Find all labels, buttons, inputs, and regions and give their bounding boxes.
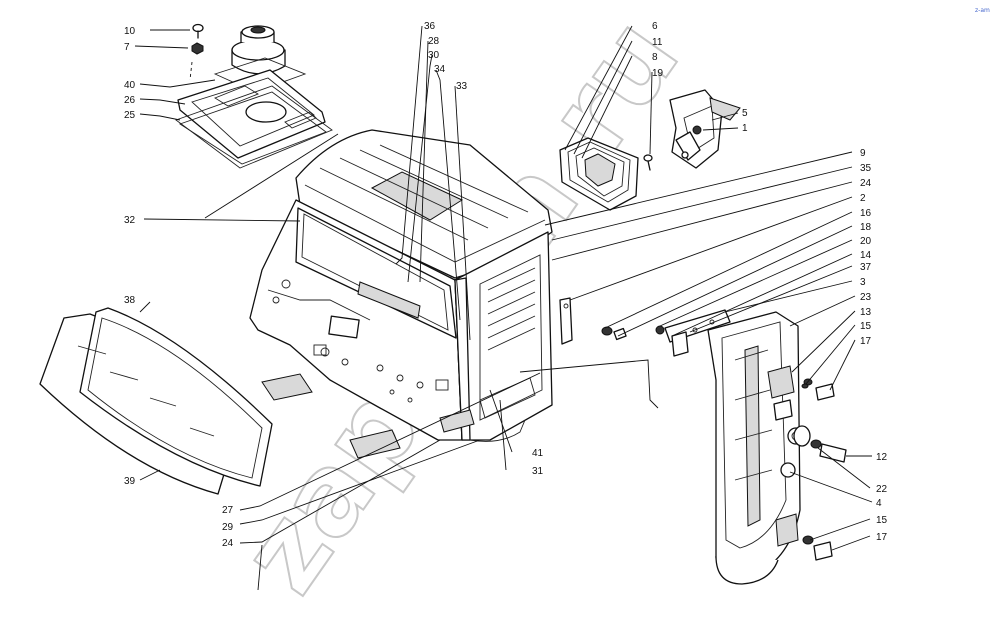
callout-17-bottom: 17 [876, 532, 888, 543]
callout-35: 35 [860, 163, 872, 174]
side-slats [487, 267, 536, 351]
callout-22: 22 [876, 484, 888, 495]
callout-19: 19 [652, 68, 664, 79]
hinge-pillar [707, 311, 805, 585]
screw-19 [643, 154, 653, 171]
callout-38: 38 [124, 295, 136, 306]
door-latch-parts [559, 297, 731, 357]
left-step [261, 373, 313, 401]
roof-vent-dome [231, 25, 286, 75]
callout-16: 16 [860, 208, 872, 219]
callout-1: 1 [742, 123, 748, 134]
callout-15-bottom: 15 [876, 515, 888, 526]
callout-31: 31 [532, 466, 544, 477]
callout-24-bottom: 24 [222, 538, 234, 549]
mirror-bracket-assembly [643, 89, 741, 171]
nut-7 [191, 42, 204, 55]
bolt-10 [192, 23, 204, 39]
callout-6: 6 [652, 21, 658, 32]
rear-window-assembly [559, 137, 639, 211]
callout-10: 10 [124, 26, 136, 37]
callout-40: 40 [124, 80, 136, 91]
callout-29: 29 [222, 522, 234, 533]
callout-2: 2 [860, 193, 866, 204]
callout-11: 11 [652, 37, 663, 48]
lower-hinge [775, 513, 799, 547]
upper-hinge [767, 365, 795, 399]
callout-3: 3 [860, 277, 866, 288]
callout-41: 41 [532, 448, 544, 459]
callout-17: 17 [860, 336, 872, 347]
callout-labels: 10 7 40 26 25 32 38 39 27 29 24 36 28 30… [124, 21, 888, 549]
callout-8: 8 [652, 52, 658, 63]
callout-9: 9 [860, 148, 866, 159]
callout-15: 15 [860, 321, 872, 332]
callout-20: 20 [860, 236, 872, 247]
corner-mark: z-am [975, 7, 990, 14]
callout-39: 39 [124, 476, 136, 487]
callout-5: 5 [742, 108, 748, 119]
callout-13: 13 [860, 307, 872, 318]
callout-24: 24 [860, 178, 872, 189]
callout-7: 7 [124, 42, 130, 53]
windshield-seal-38 [79, 307, 273, 487]
callout-4: 4 [876, 498, 882, 509]
callout-37: 37 [860, 262, 872, 273]
callout-33: 33 [456, 81, 468, 92]
mid-step [349, 429, 401, 459]
callout-30: 30 [428, 50, 440, 61]
seal-25 [175, 85, 333, 169]
hatch-frame-26 [177, 69, 326, 159]
callout-28: 28 [428, 36, 440, 47]
callout-18: 18 [860, 222, 872, 233]
cab-body [249, 129, 553, 459]
right-fasteners [793, 378, 847, 561]
callout-25: 25 [124, 110, 136, 121]
callout-12: 12 [876, 452, 888, 463]
callout-26: 26 [124, 95, 136, 106]
front-panel-holes [272, 279, 449, 403]
callout-27: 27 [222, 505, 234, 516]
callout-14: 14 [860, 250, 872, 261]
washer-nut [601, 326, 627, 341]
roof-hatch-assembly [175, 23, 333, 169]
callout-34: 34 [434, 64, 446, 75]
callout-36: 36 [424, 21, 436, 32]
callout-23: 23 [860, 292, 872, 303]
windshield-glass [39, 307, 273, 495]
callout-32: 32 [124, 215, 136, 226]
leader-lines [134, 25, 873, 591]
